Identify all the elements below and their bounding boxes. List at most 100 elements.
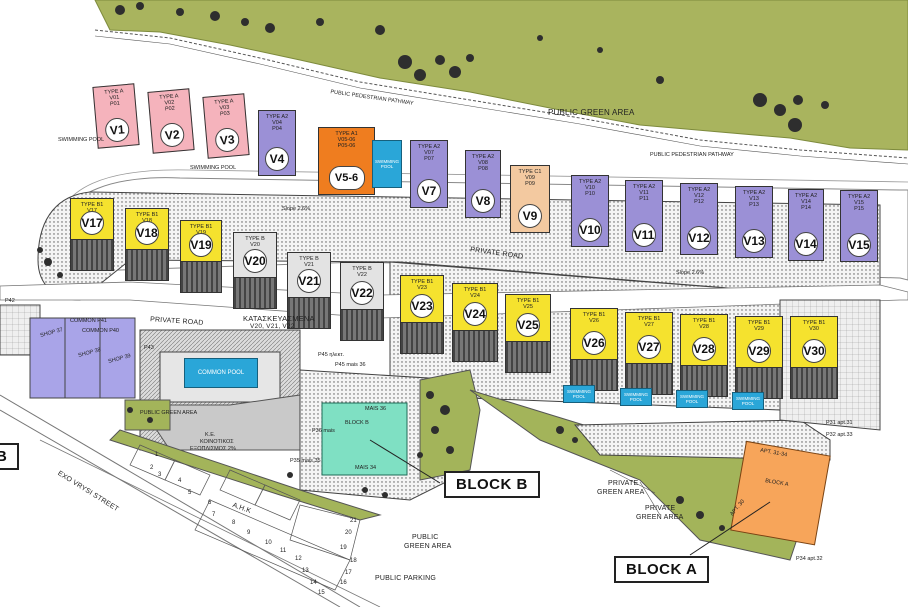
lot-number: 14 [310,580,317,586]
house-type: TYPE B1 [410,279,434,285]
lot-number: 17 [345,570,352,576]
house-number-badge: V12 [687,226,711,250]
house-type: TYPE A2 [742,190,766,196]
house-yard [790,367,838,399]
house-parking: P14 [801,205,811,211]
lot-number: 2 [150,465,154,471]
house-v18: TYPE B1V18V18 [125,208,169,281]
lot-number: 7 [212,512,216,518]
house-number-badge: V21 [297,269,321,293]
public-green-left-label: PUBLIC GREEN AREA [140,410,198,416]
slope-label-2: Slope 2.6% [676,270,705,276]
house-yard [233,277,277,309]
parking-p34: P34 apt.32 [796,556,823,562]
lot-number: 11 [280,548,287,554]
house-type: TYPE C1 [518,169,542,175]
parking-p43: P43 [144,345,154,351]
lot-number: 10 [265,540,272,546]
block-a-building [730,440,831,546]
house-unit: V15 [854,200,864,206]
house-number-badge: V26 [582,331,606,355]
left-cut-callout: B [0,443,20,470]
house-parking: P07 [424,156,434,162]
house-v17: TYPE B1V17V17 [70,198,114,271]
house-parking: P08 [478,166,488,172]
house-type: TYPE A2 [471,154,495,160]
bottom-lots [129,444,361,591]
parking-p42: P42 [5,298,15,304]
swimming-pool-label-v1: SWIMMING POOL [58,137,105,143]
lot-number: 21 [350,518,357,524]
house-number-badge: V8 [471,189,495,213]
house-type: TYPE B [299,256,319,262]
parking-p45b: P45 mais 36 [335,362,366,368]
house-type: TYPE B1 [463,287,487,293]
house-type: TYPE B1 [189,224,213,230]
house-unit: V28 [699,324,709,330]
house-unit: V30 [809,326,819,332]
house-parking: P09 [525,181,535,187]
block-b-mais-top: MAIS 36 [365,406,387,412]
house-number-badge: V22 [350,281,374,305]
house-number-badge: V25 [516,313,540,337]
private-swimming-pool: SWIMMING POOL [563,385,595,403]
house-type: TYPE B1 [637,316,661,322]
lot-number: 8 [232,520,236,526]
public-green-left [124,399,171,431]
parking-p32: P32 apt.33 [826,432,853,438]
ke-line1: Κ.Ε. [205,432,216,438]
common-p40: COMMON P40 [82,328,119,334]
lot-number: 19 [340,545,347,551]
house-number-badge: V11 [632,223,656,247]
house-type: TYPE B [245,236,265,242]
parking-p45: P45 ηλεκτ. [318,352,345,358]
house-parking: P12 [694,199,704,205]
house-unit: V23 [417,285,427,291]
lot-number: 12 [295,556,302,562]
house-v19: TYPE B1V19V19 [180,220,222,293]
house-type: TYPE A2 [632,184,656,190]
private-green-1a: PRIVATE [608,480,639,487]
house-parking: P11 [639,196,649,202]
public-pedestrian-pathway-mid: PUBLIC PEDESTRIAN PATHWAY [650,152,734,158]
house-type: TYPE B1 [802,320,826,326]
house-yard [505,341,551,373]
house-unit: V05-06 [337,137,356,143]
house-number-badge: V30 [802,339,826,363]
house-yard [70,239,114,271]
house-type: TYPE A1 [335,131,358,137]
private-green-2b: GREEN AREA [636,514,684,521]
house-yard [340,309,384,341]
lot-number: 5 [188,490,192,496]
house-number-badge: V27 [637,335,661,359]
house-number-badge: V7 [417,179,441,203]
lot-number: 20 [345,530,352,536]
house-number-badge: V19 [189,233,213,257]
common-pool: COMMON POOL [184,358,258,388]
